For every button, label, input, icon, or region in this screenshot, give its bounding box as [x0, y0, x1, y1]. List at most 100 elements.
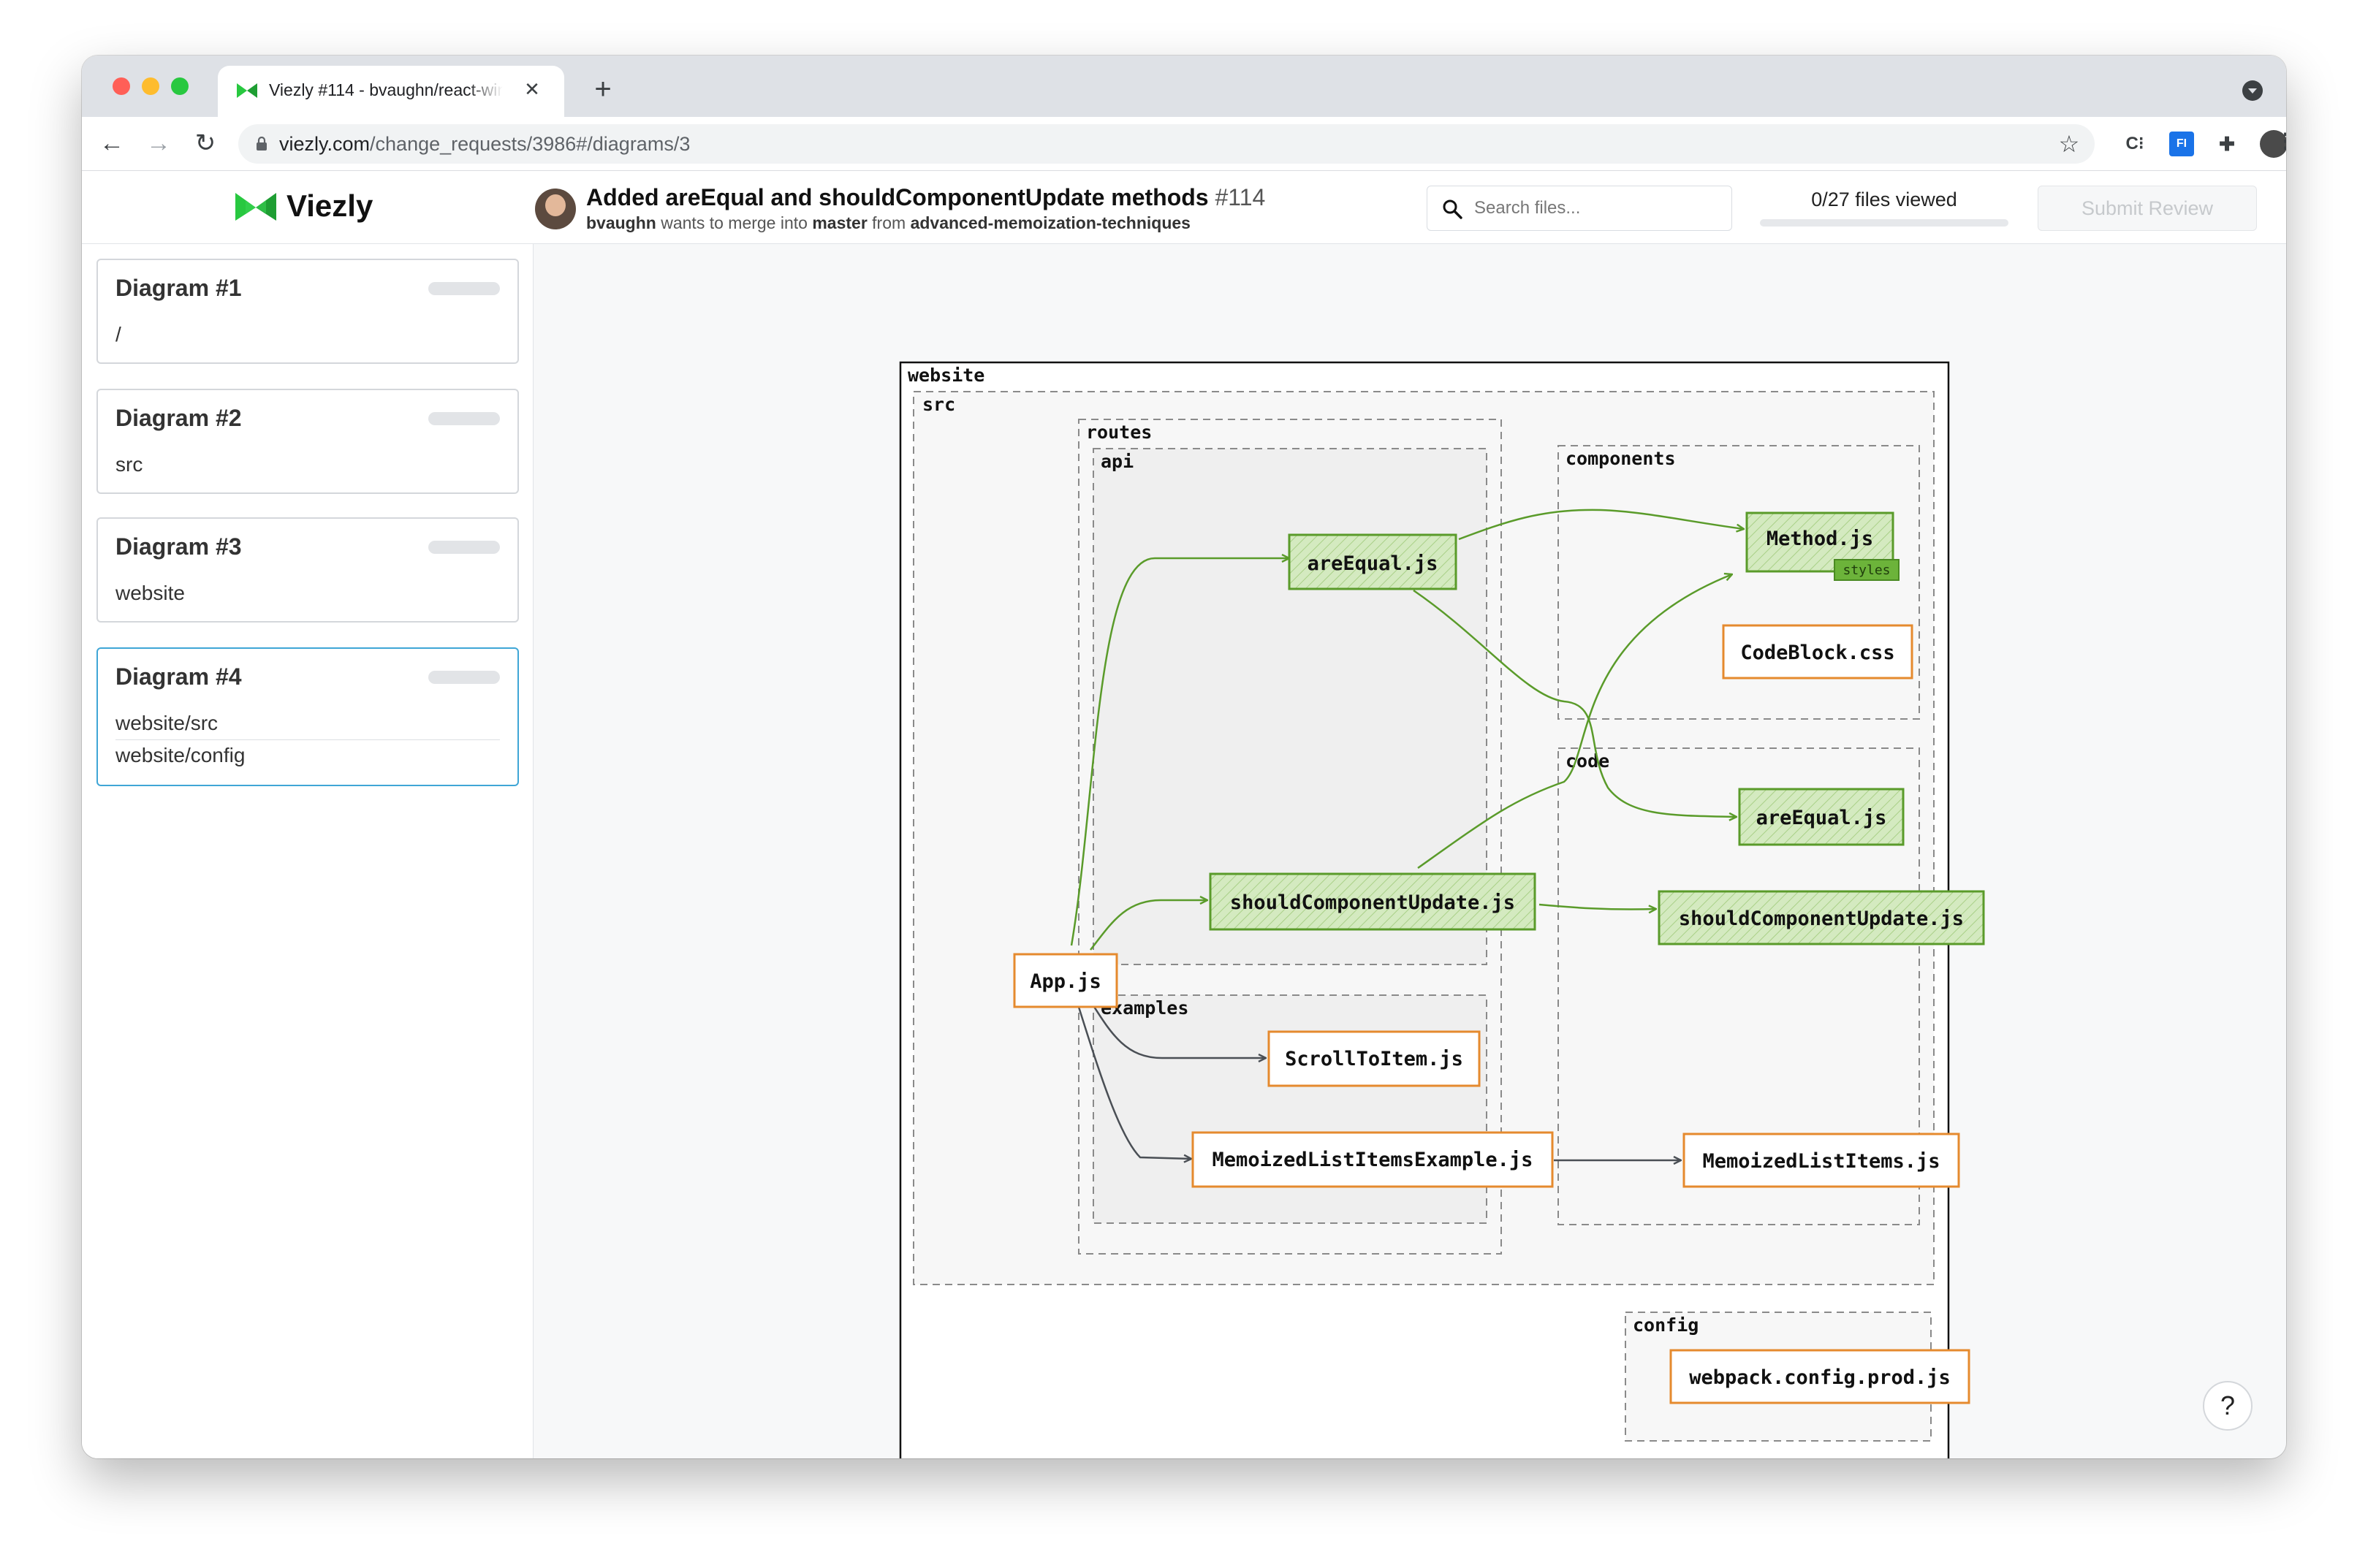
url-host: viezly.com — [279, 133, 371, 155]
lock-icon — [257, 137, 267, 151]
edge-areequal-to-code-areequal — [1413, 589, 1737, 817]
diagram-sidebar: Diagram #1 / Diagram #2 src Diagram #3 w… — [82, 244, 534, 1458]
group-examples — [1093, 994, 1487, 1224]
maximize-window-button[interactable] — [171, 77, 189, 95]
back-arrow-icon[interactable]: ← — [99, 129, 124, 157]
node-method[interactable]: Method.js styles — [1745, 511, 1900, 581]
brand-name[interactable]: Viezly — [286, 189, 373, 223]
pr-title: Added areEqual and shouldComponentUpdate… — [586, 184, 1265, 211]
node-label: areEqual.js — [1756, 807, 1887, 829]
node-label: shouldComponentUpdate.js — [1679, 907, 1964, 930]
pr-author: bvaughn — [586, 213, 656, 232]
diagram-card-path: website — [115, 582, 185, 604]
diagram-card-placeholder-pill — [428, 282, 500, 295]
node-code-shouldcomponentupdate[interactable]: shouldComponentUpdate.js — [1658, 890, 1985, 945]
diagram-canvas: website src routes api examples componen… — [534, 244, 2286, 1458]
search-icon — [1443, 199, 1462, 219]
diagram-card-title: Diagram #2 — [115, 405, 242, 431]
diagram-card-2[interactable]: Diagram #2 src — [96, 389, 519, 494]
pr-source-branch: advanced-memoization-techniques — [910, 213, 1191, 232]
node-label: shouldComponentUpdate.js — [1230, 891, 1515, 914]
viezly-logo-icon[interactable] — [235, 191, 276, 222]
edge-areequal-to-method — [1458, 509, 1744, 541]
node-label: ScrollToItem.js — [1285, 1048, 1463, 1070]
diagram-card-title: Diagram #4 — [115, 663, 242, 690]
url-text: viezly.com/change_requests/3986#/diagram… — [279, 133, 690, 156]
tab-search-icon[interactable] — [2242, 80, 2263, 101]
author-avatar — [535, 189, 576, 229]
diagram-card-4[interactable]: Diagram #4 website/src website/config — [96, 647, 519, 786]
address-bar[interactable]: viezly.com/change_requests/3986#/diagram… — [238, 124, 2095, 164]
minimize-window-button[interactable] — [142, 77, 159, 95]
diagram-card-title: Diagram #3 — [115, 533, 242, 560]
browser-window: Viezly #114 - bvaughn/react-window ✕ + ←… — [82, 56, 2286, 1458]
url-path: /change_requests/3986#/diagrams/3 — [370, 133, 691, 155]
node-scrolltoitem[interactable]: ScrollToItem.js — [1267, 1030, 1481, 1087]
node-label: areEqual.js — [1308, 552, 1438, 575]
diagram-card-title: Diagram #1 — [115, 275, 242, 301]
node-webpack-config[interactable]: webpack.config.prod.js — [1669, 1349, 1970, 1404]
group-label-components: components — [1566, 448, 1676, 469]
edge-app-to-api-areequal — [1070, 558, 1289, 946]
files-viewed-count: 0/27 files viewed — [1811, 189, 1957, 210]
pr-text-wants: wants to merge into — [656, 213, 813, 232]
edge-app-to-api-shouldcomponentupdate — [1090, 900, 1207, 951]
edge-shouldcomponentupdate-to-method — [1417, 574, 1732, 869]
node-label: CodeBlock.css — [1740, 642, 1894, 664]
edge-app-to-memoizedlistitemsexample — [1076, 1002, 1191, 1159]
pr-text-from: from — [867, 213, 911, 232]
new-tab-icon[interactable]: + — [594, 73, 612, 105]
diagram-card-1[interactable]: Diagram #1 / — [96, 259, 519, 364]
diagram-card-divider — [115, 739, 500, 740]
group-label-config: config — [1633, 1314, 1699, 1336]
diagram-card-placeholder-pill — [428, 671, 500, 684]
group-label-website: website — [908, 365, 984, 386]
node-memoizedlistitemsexample[interactable]: MemoizedListItemsExample.js — [1191, 1131, 1554, 1188]
tab-close-icon[interactable]: ✕ — [524, 78, 540, 100]
pr-target-branch: master — [812, 213, 868, 232]
styles-badge — [1834, 559, 1900, 581]
bookmark-star-icon[interactable]: ☆ — [2058, 131, 2080, 157]
diagram-card-path: website/src — [115, 712, 219, 734]
extensions-puzzle-icon[interactable]: ✚ — [2219, 133, 2235, 155]
extension-fi-icon[interactable]: FI — [2169, 132, 2194, 156]
close-window-button[interactable] — [113, 77, 130, 95]
extension-c-icon[interactable]: C⁝ — [2125, 134, 2144, 153]
diagram-card-placeholder-pill — [428, 541, 500, 554]
app-header: Viezly Added areEqual and shouldComponen… — [82, 171, 2286, 244]
diagram-card-path: src — [115, 453, 143, 476]
node-codeblock[interactable]: CodeBlock.css — [1722, 624, 1913, 680]
pr-number: #114 — [1215, 184, 1266, 210]
dependency-diagram: website src routes api examples componen… — [899, 361, 1985, 1458]
diagram-card-placeholder-pill — [428, 412, 500, 425]
browser-toolbar: ← → ↻ viezly.com/change_requests/3986#/d… — [82, 117, 2286, 171]
viezly-favicon-icon — [237, 83, 257, 98]
search-box[interactable] — [1427, 186, 1732, 231]
browser-tab[interactable]: Viezly #114 - bvaughn/react-window ✕ — [218, 66, 564, 117]
reload-icon[interactable]: ↻ — [194, 129, 216, 157]
submit-review-button[interactable]: Submit Review — [2038, 186, 2257, 231]
diagram-card-3[interactable]: Diagram #3 website — [96, 517, 519, 623]
tab-title: Viezly #114 - bvaughn/react-window — [269, 80, 503, 99]
pr-merge-info: bvaughn wants to merge into master from … — [586, 213, 1191, 233]
profile-avatar[interactable] — [2260, 130, 2286, 158]
group-label-src: src — [922, 394, 955, 415]
edge-app-to-scrolltoitem — [1089, 1000, 1266, 1058]
browser-menu-icon[interactable]: ⋮ — [2275, 129, 2286, 152]
files-viewed-progress — [1760, 219, 2008, 227]
node-api-areequal[interactable]: areEqual.js — [1288, 533, 1457, 590]
diagram-card-path: website/config — [115, 744, 246, 766]
node-code-areequal[interactable]: areEqual.js — [1738, 788, 1905, 846]
node-label: Method.js — [1766, 528, 1873, 550]
help-button[interactable]: ? — [2203, 1381, 2253, 1431]
node-label: MemoizedListItemsExample.js — [1213, 1149, 1533, 1171]
node-api-shouldcomponentupdate[interactable]: shouldComponentUpdate.js — [1209, 872, 1536, 931]
node-memoizedlistitems[interactable]: MemoizedListItems.js — [1682, 1133, 1960, 1188]
search-input[interactable] — [1474, 197, 1715, 220]
tab-strip: Viezly #114 - bvaughn/react-window ✕ + — [82, 56, 2286, 117]
styles-badge-label: styles — [1843, 563, 1890, 578]
forward-arrow-icon[interactable]: → — [146, 129, 171, 157]
node-label: App.js — [1030, 970, 1101, 993]
node-app[interactable]: App.js — [1013, 953, 1118, 1008]
group-label-api: api — [1101, 451, 1134, 472]
